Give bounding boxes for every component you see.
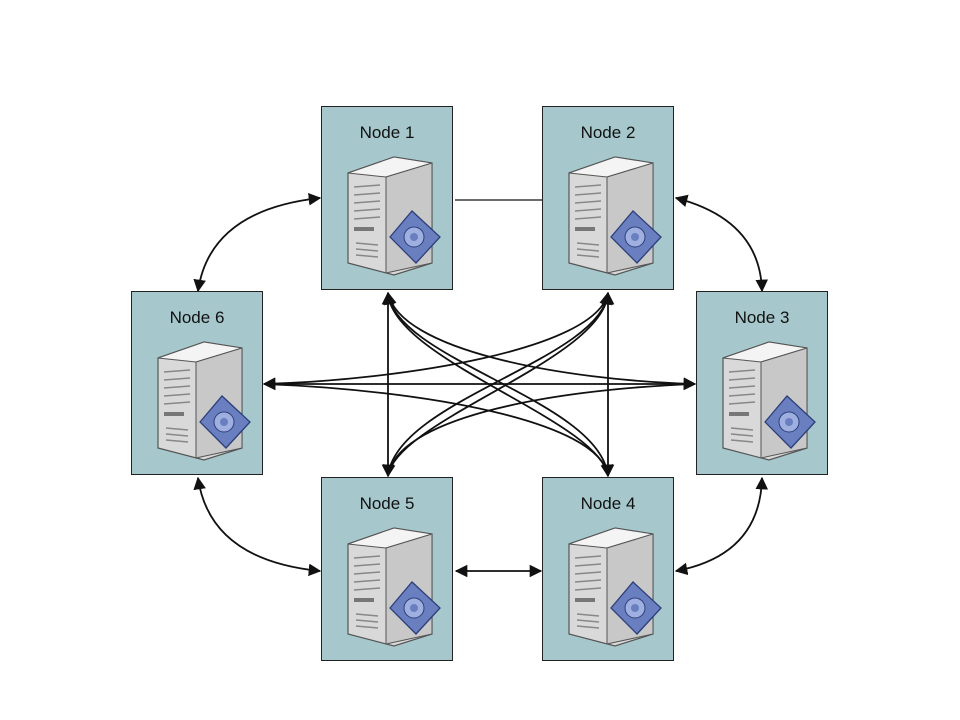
node-label: Node 1 bbox=[359, 123, 415, 142]
edge-node2-node5-strand bbox=[387, 292, 609, 477]
node-5[interactable]: Node 5 bbox=[321, 477, 453, 661]
edge-node2-node3 bbox=[674, 194, 768, 293]
server-icon bbox=[157, 341, 251, 461]
gear-icon bbox=[764, 395, 816, 449]
node-3[interactable]: Node 3 bbox=[696, 291, 828, 475]
server-icon bbox=[568, 527, 662, 647]
gear-icon bbox=[389, 581, 441, 635]
server-icon bbox=[568, 156, 662, 276]
gear-icon bbox=[389, 210, 441, 264]
edge-node5-node6 bbox=[193, 476, 322, 577]
node-6[interactable]: Node 6 bbox=[131, 291, 263, 475]
node-1[interactable]: Node 1 bbox=[321, 106, 453, 290]
node-label: Node 4 bbox=[580, 494, 636, 513]
node-label: Node 2 bbox=[580, 123, 636, 142]
server-icon bbox=[722, 341, 816, 461]
node-2[interactable]: Node 2 bbox=[542, 106, 674, 290]
gear-icon bbox=[610, 210, 662, 264]
edge-node1-node3 bbox=[384, 291, 697, 390]
node-label: Node 5 bbox=[359, 494, 415, 513]
gear-icon bbox=[610, 581, 662, 635]
server-icon bbox=[347, 527, 441, 647]
edge-node3-node4 bbox=[674, 476, 768, 576]
node-label: Node 6 bbox=[169, 308, 225, 327]
edge-node6-node1 bbox=[193, 192, 322, 293]
node-label: Node 3 bbox=[734, 308, 790, 327]
edge-node6-node4-strand bbox=[263, 383, 609, 477]
server-icon bbox=[347, 156, 441, 276]
edge-node3-node5-strand bbox=[387, 383, 696, 477]
node-4[interactable]: Node 4 bbox=[542, 477, 674, 661]
gear-icon bbox=[199, 395, 251, 449]
